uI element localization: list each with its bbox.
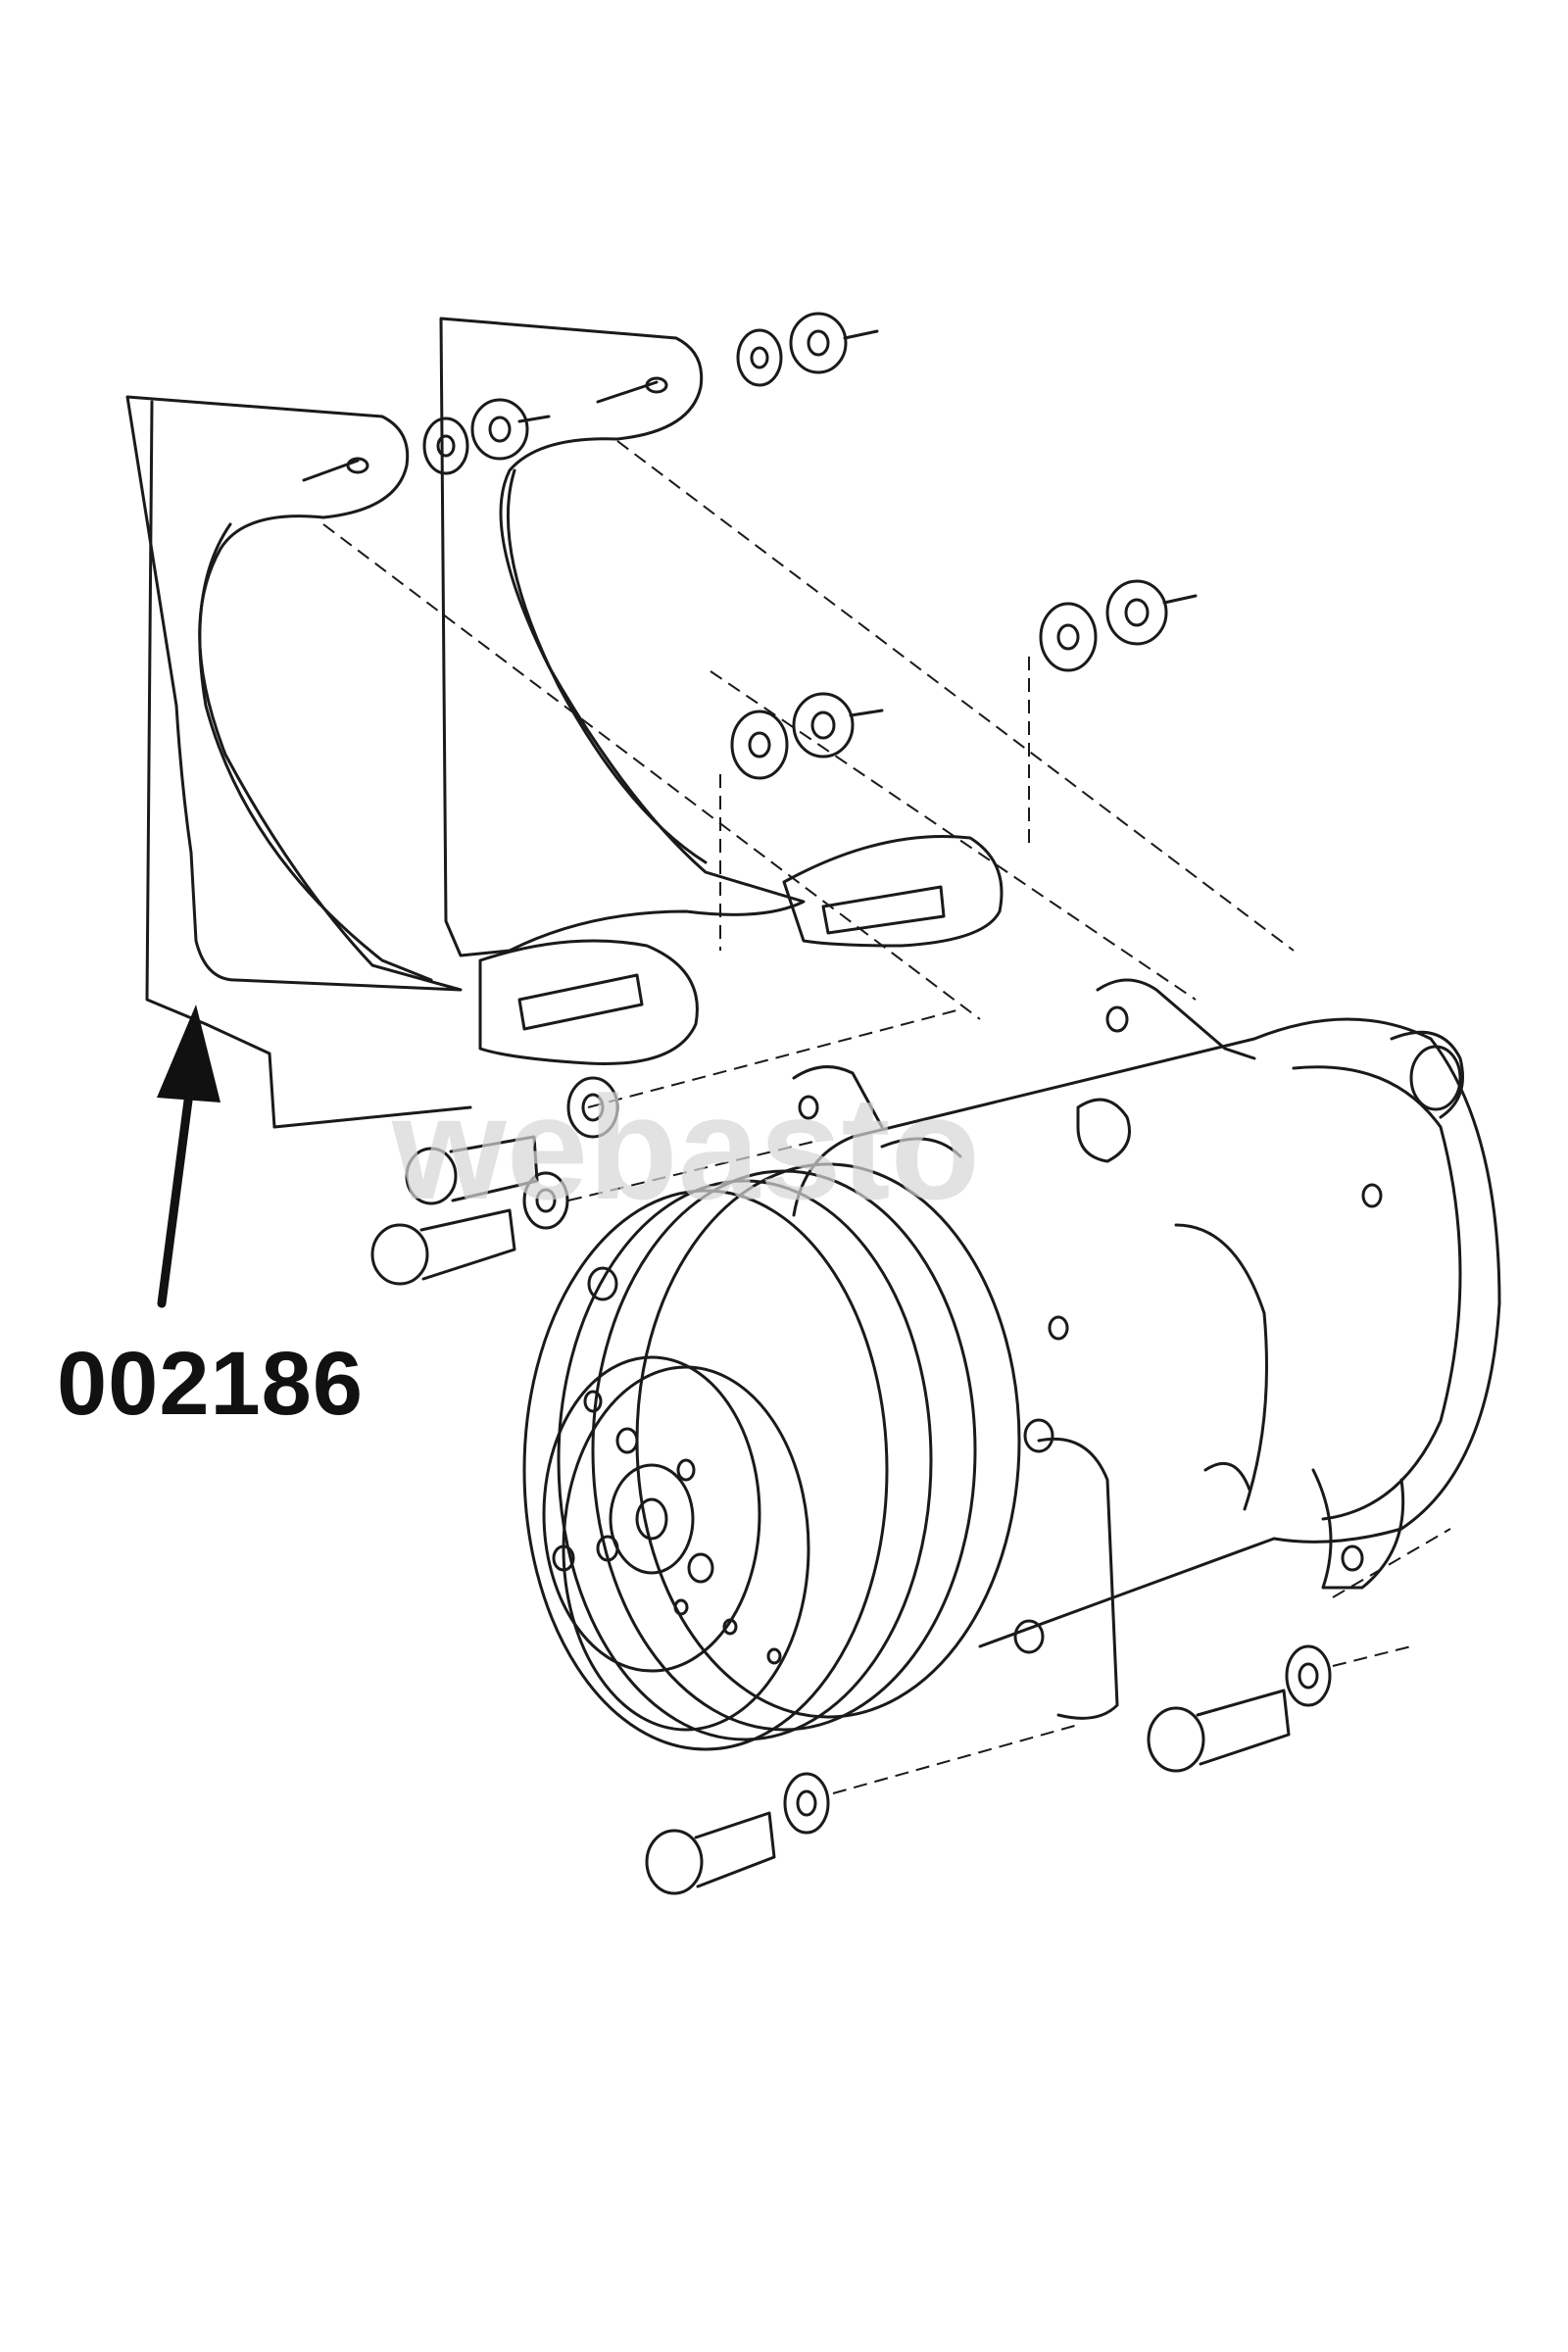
front-bracket-plate <box>125 395 472 1129</box>
bolt-mid-left <box>370 1171 569 1286</box>
bolt-bottom-left <box>645 1772 830 1895</box>
washer-nut-mid-left <box>730 692 884 780</box>
pointer-arrow <box>157 1004 220 1308</box>
washer-nut-top-right <box>736 312 879 387</box>
rear-bracket-plate <box>439 317 806 957</box>
washer-nut-top-left <box>422 398 551 475</box>
compressor-body <box>792 978 1501 1720</box>
bracket-slot-tab-front <box>478 939 699 1065</box>
clutch-pulley <box>522 1162 1021 1751</box>
bolt-upper-left <box>405 1076 619 1205</box>
part-number-label: 002186 <box>57 1334 364 1434</box>
washer-nut-mid-right <box>1039 579 1198 672</box>
bolt-bottom-right <box>1147 1644 1332 1773</box>
bracket-slot-tab-rear <box>782 834 1004 948</box>
assembly-guide-lines <box>322 440 1451 1794</box>
